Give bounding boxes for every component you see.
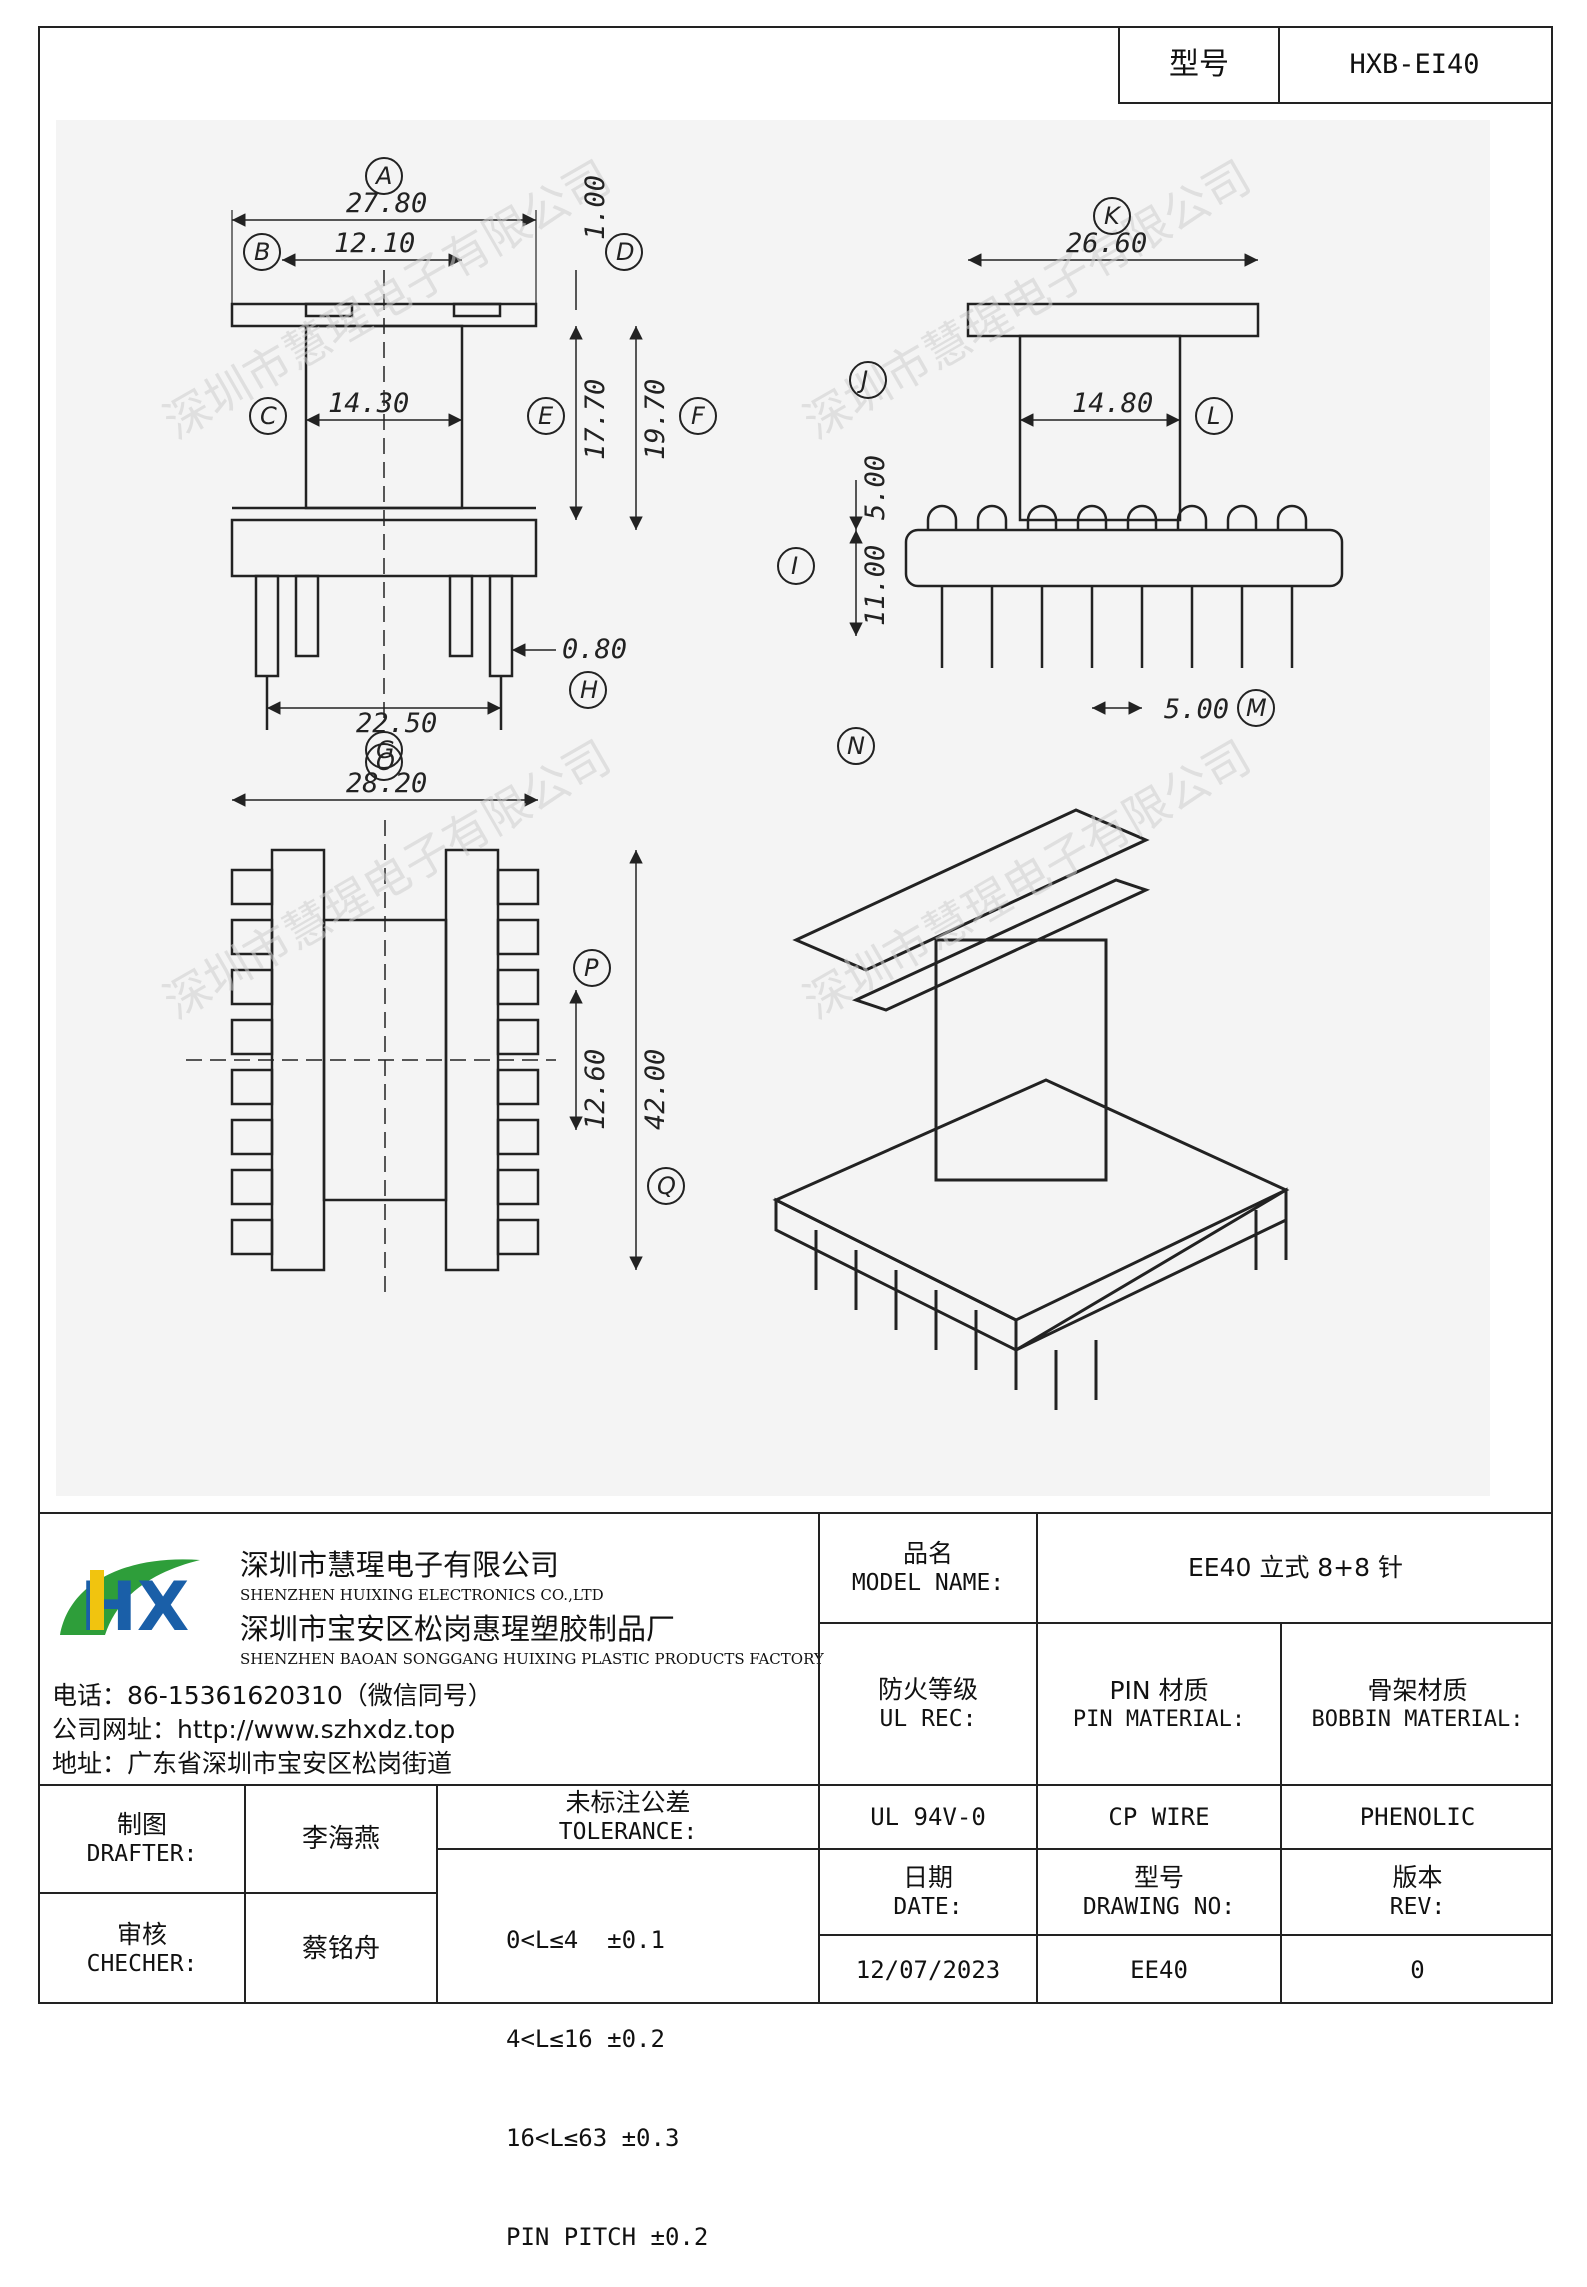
dim-P: 12.60 <box>580 1049 611 1130</box>
drawing-svg: 深圳市慧瑆电子有限公司 深圳市慧瑆电子有限公司 深圳市慧瑆电子有限公司 深圳市慧… <box>155 150 1344 1410</box>
date-cn: 日期 <box>902 1863 953 1892</box>
view1-base <box>230 518 538 578</box>
dim-O: 28.20 <box>346 768 427 799</box>
label-O: O <box>376 748 395 776</box>
dim-E: 17.70 <box>580 379 611 460</box>
drafter-cn: 制图 <box>116 1810 167 1839</box>
rev-value: 0 <box>1410 1956 1425 1984</box>
header-model-value: HXB-EI40 <box>1278 26 1553 104</box>
technical-drawing: 深圳市慧瑆电子有限公司 深圳市慧瑆电子有限公司 深圳市慧瑆电子有限公司 深圳市慧… <box>56 120 1490 1496</box>
label-P: P <box>584 954 599 982</box>
label-D: D <box>616 238 634 266</box>
tolerance-label: 未标注公差 TOLERANCE: <box>438 1786 818 1848</box>
factory-name-cn: 深圳市宝安区松岗惠瑆塑胶制品厂 <box>240 1612 676 1646</box>
dim-H: 0.80 <box>562 634 627 665</box>
company-address: 地址：广东省深圳市宝安区松岗街道 <box>52 1749 453 1778</box>
bobbin-material-cn: 骨架材质 <box>1367 1675 1468 1705</box>
pin-material-value: CP WIRE <box>1108 1803 1210 1831</box>
label-C: C <box>260 402 277 430</box>
rev-label: 版本 REV: <box>1282 1850 1553 1934</box>
checker-label: 审核 CHECHER: <box>40 1894 244 2004</box>
label-E: E <box>538 402 554 430</box>
label-N: N <box>847 732 865 760</box>
ul-rec-cn: 防火等级 <box>877 1675 978 1704</box>
dim-F: 19.70 <box>640 379 671 460</box>
ul-rec-label: 防火等级 UL REC: <box>820 1624 1036 1784</box>
model-name-value: EE40 立式 8+8 针 <box>1187 1553 1403 1583</box>
label-K: K <box>1104 202 1122 230</box>
pin-material-label: PIN 材质 PIN MATERIAL: <box>1038 1624 1280 1784</box>
drawing-no-cn: 型号 <box>1133 1863 1184 1892</box>
pin-material-en: PIN MATERIAL: <box>1072 1706 1246 1732</box>
tolerance-cn: 未标注公差 <box>565 1788 691 1817</box>
drawing-no-value: EE40 <box>1130 1956 1188 1984</box>
checker-en: CHECHER: <box>86 1951 198 1978</box>
tolerance-line: 4<L≤16 ±0.2 <box>506 2025 665 2053</box>
watermark-2: 深圳市慧瑆电子有限公司 <box>795 150 1260 450</box>
checker-name: 蔡铭舟 <box>301 1933 380 1964</box>
ul-rec-en: UL REC: <box>879 1706 977 1733</box>
pin-material-cn: PIN 材质 <box>1109 1675 1209 1705</box>
label-F: F <box>691 402 706 430</box>
company-name-en: SHENZHEN HUIXING ELECTRONICS CO.,LTD <box>240 1586 604 1604</box>
date-value: 12/07/2023 <box>855 1956 1001 1984</box>
label-I: I <box>791 552 798 580</box>
model-name-label: 品名 MODEL NAME: <box>820 1514 1036 1622</box>
company-name-cn: 深圳市慧瑆电子有限公司 <box>240 1548 560 1582</box>
label-B: B <box>254 238 270 266</box>
dim-L: 14.80 <box>1072 388 1153 419</box>
checker-cn: 审核 <box>116 1920 167 1949</box>
factory-name-en: SHENZHEN BAOAN SONGGANG HUIXING PLASTIC … <box>240 1650 824 1668</box>
ul-rec-value: UL 94V-0 <box>870 1803 986 1831</box>
drawing-no-en: DRAWING NO: <box>1082 1894 1236 1921</box>
rev-en: REV: <box>1389 1894 1446 1921</box>
label-L: L <box>1207 402 1220 430</box>
company-logo: HX <box>50 1540 220 1650</box>
date-label: 日期 DATE: <box>820 1850 1036 1934</box>
watermark-4: 深圳市慧瑆电子有限公司 <box>795 730 1260 1030</box>
bobbin-material-en: BOBBIN MATERIAL: <box>1311 1706 1524 1732</box>
tolerance-line: 0<L≤4 ±0.1 <box>506 1926 665 1954</box>
rev-cn: 版本 <box>1392 1863 1443 1892</box>
tolerance-en: TOLERANCE: <box>558 1819 698 1846</box>
dim-G: 22.50 <box>356 708 437 739</box>
bobbin-material-label: 骨架材质 BOBBIN MATERIAL: <box>1282 1624 1553 1784</box>
tolerance-line: PIN PITCH ±0.2 <box>506 2223 709 2251</box>
date-en: DATE: <box>893 1894 963 1921</box>
tolerance-values: 0<L≤4 ±0.1 4<L≤16 ±0.2 16<L≤63 ±0.3 PIN … <box>506 1858 708 2287</box>
drafter-label: 制图 DRAFTER: <box>40 1786 244 1892</box>
model-name-en: MODEL NAME: <box>851 1570 1005 1597</box>
dim-I: 11.00 <box>860 545 891 626</box>
dim-M: 5.00 <box>1164 694 1229 725</box>
view4-isometric <box>772 808 1290 1410</box>
company-phone: 电话：86-15361620310（微信同号） <box>52 1681 493 1710</box>
bobbin-material-value: PHENOLIC <box>1359 1803 1476 1831</box>
dim-C: 14.30 <box>328 388 409 419</box>
dim-J: 5.00 <box>860 455 891 520</box>
company-website: 公司网址：http://www.szhxdz.top <box>52 1715 456 1744</box>
dim-Q: 42.00 <box>640 1049 671 1130</box>
drafter-name: 李海燕 <box>301 1823 380 1854</box>
model-name-cn: 品名 <box>902 1539 953 1568</box>
label-A: A <box>374 162 392 190</box>
view3-right-pins <box>496 868 540 1256</box>
view2-base <box>904 528 1344 588</box>
label-G: G <box>376 736 395 764</box>
dim-A: 27.80 <box>346 188 427 219</box>
dim-B: 12.10 <box>334 228 415 259</box>
label-Q: Q <box>657 1172 676 1200</box>
header-model-label: 型号 <box>1118 26 1280 104</box>
tolerance-line: 16<L≤63 ±0.3 <box>506 2124 680 2152</box>
view2-pins <box>926 504 1308 668</box>
drawing-frame <box>38 26 1553 2004</box>
drafter-en: DRAFTER: <box>86 1841 198 1868</box>
view2-core <box>1018 334 1182 522</box>
dim-D: 1.00 <box>580 175 611 240</box>
drawing-no-label: 型号 DRAWING NO: <box>1038 1850 1280 1934</box>
label-H: H <box>580 676 598 704</box>
label-M: M <box>1246 694 1267 722</box>
label-J: J <box>857 366 868 394</box>
